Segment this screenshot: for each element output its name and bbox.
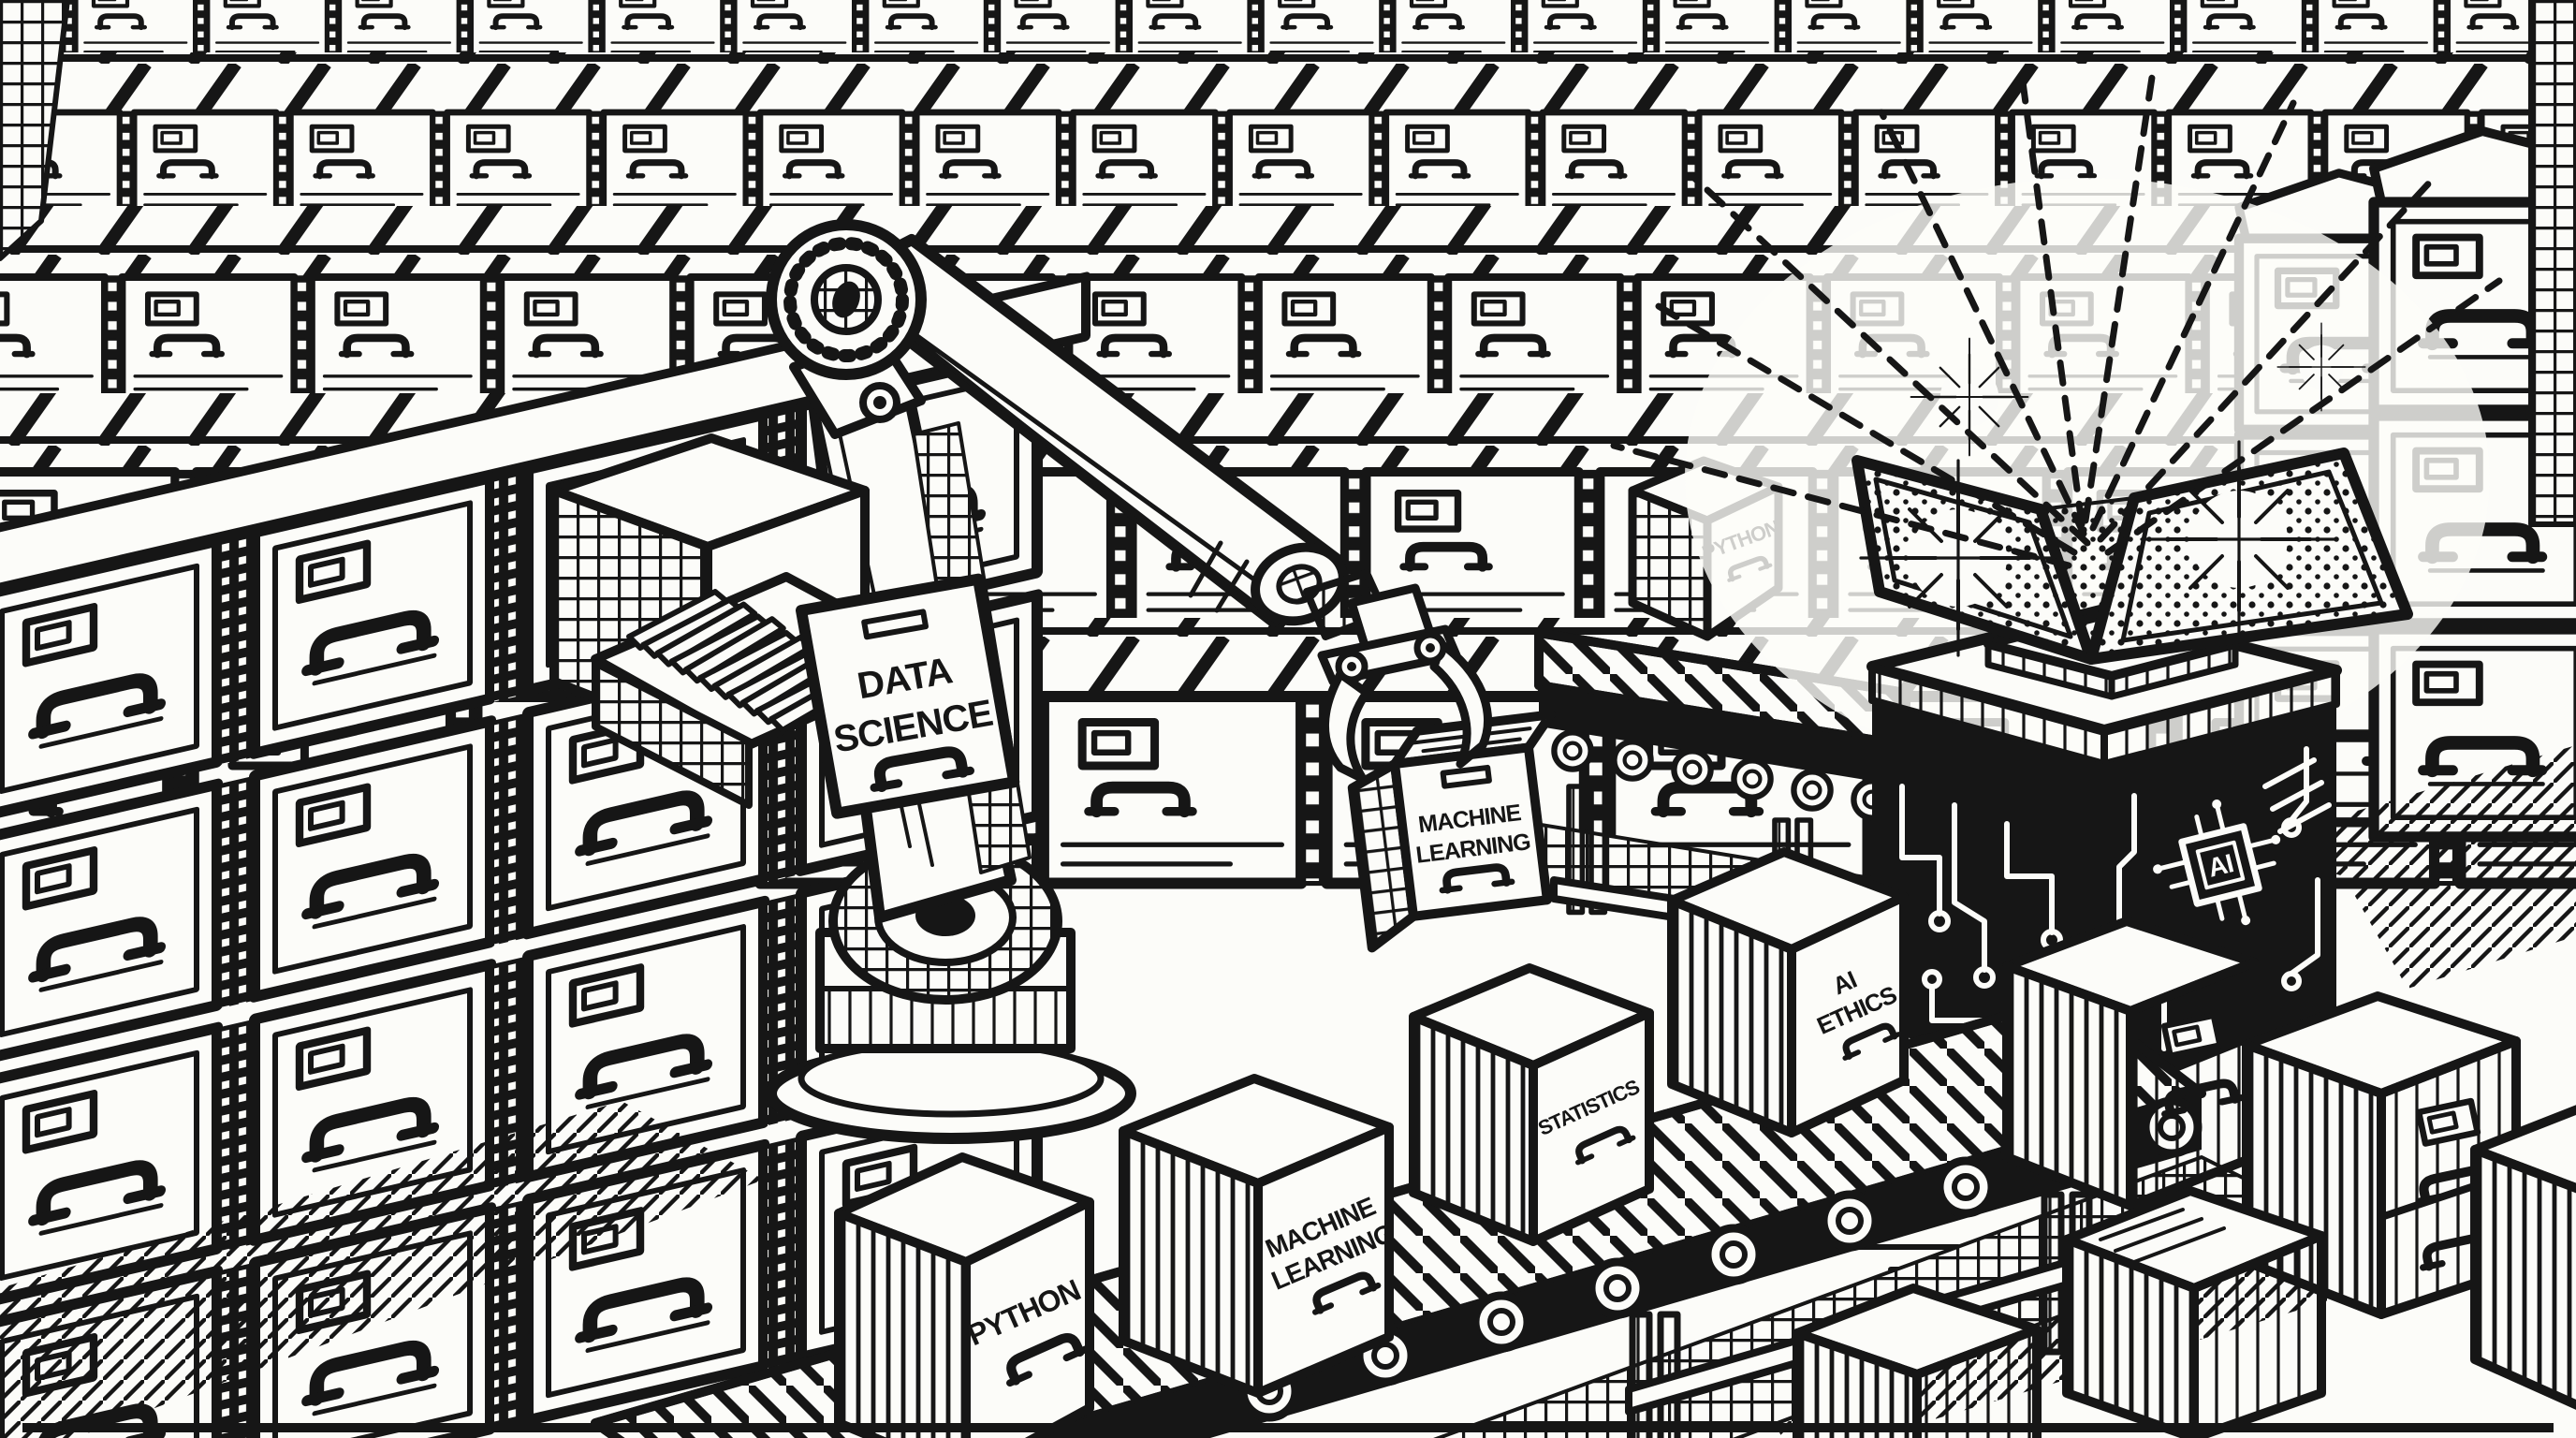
data-science-sign: DATA SCIENCE [796,573,1020,819]
belt-box-statistics: STATISTICS [1409,963,1654,1246]
robot-gripper [1303,569,1492,784]
belt-box-ai-ethics: AI ETHICS [1667,847,1909,1137]
light-rays [1610,67,2503,569]
ai-chip: AI [2153,799,2281,926]
belt-box-machine-learning: MACHINE LEARNING [1119,1074,1398,1398]
robot-arm-shoulder-joint [766,219,927,380]
robot-arm-base [766,838,1136,1144]
glowing-laptop [1610,67,2503,700]
open-drawer-assembly: DATA SCIENCE [549,433,1020,819]
belt-box-python: PYTHON [834,1152,1094,1438]
bottom-right-boxes [1793,917,2576,1438]
